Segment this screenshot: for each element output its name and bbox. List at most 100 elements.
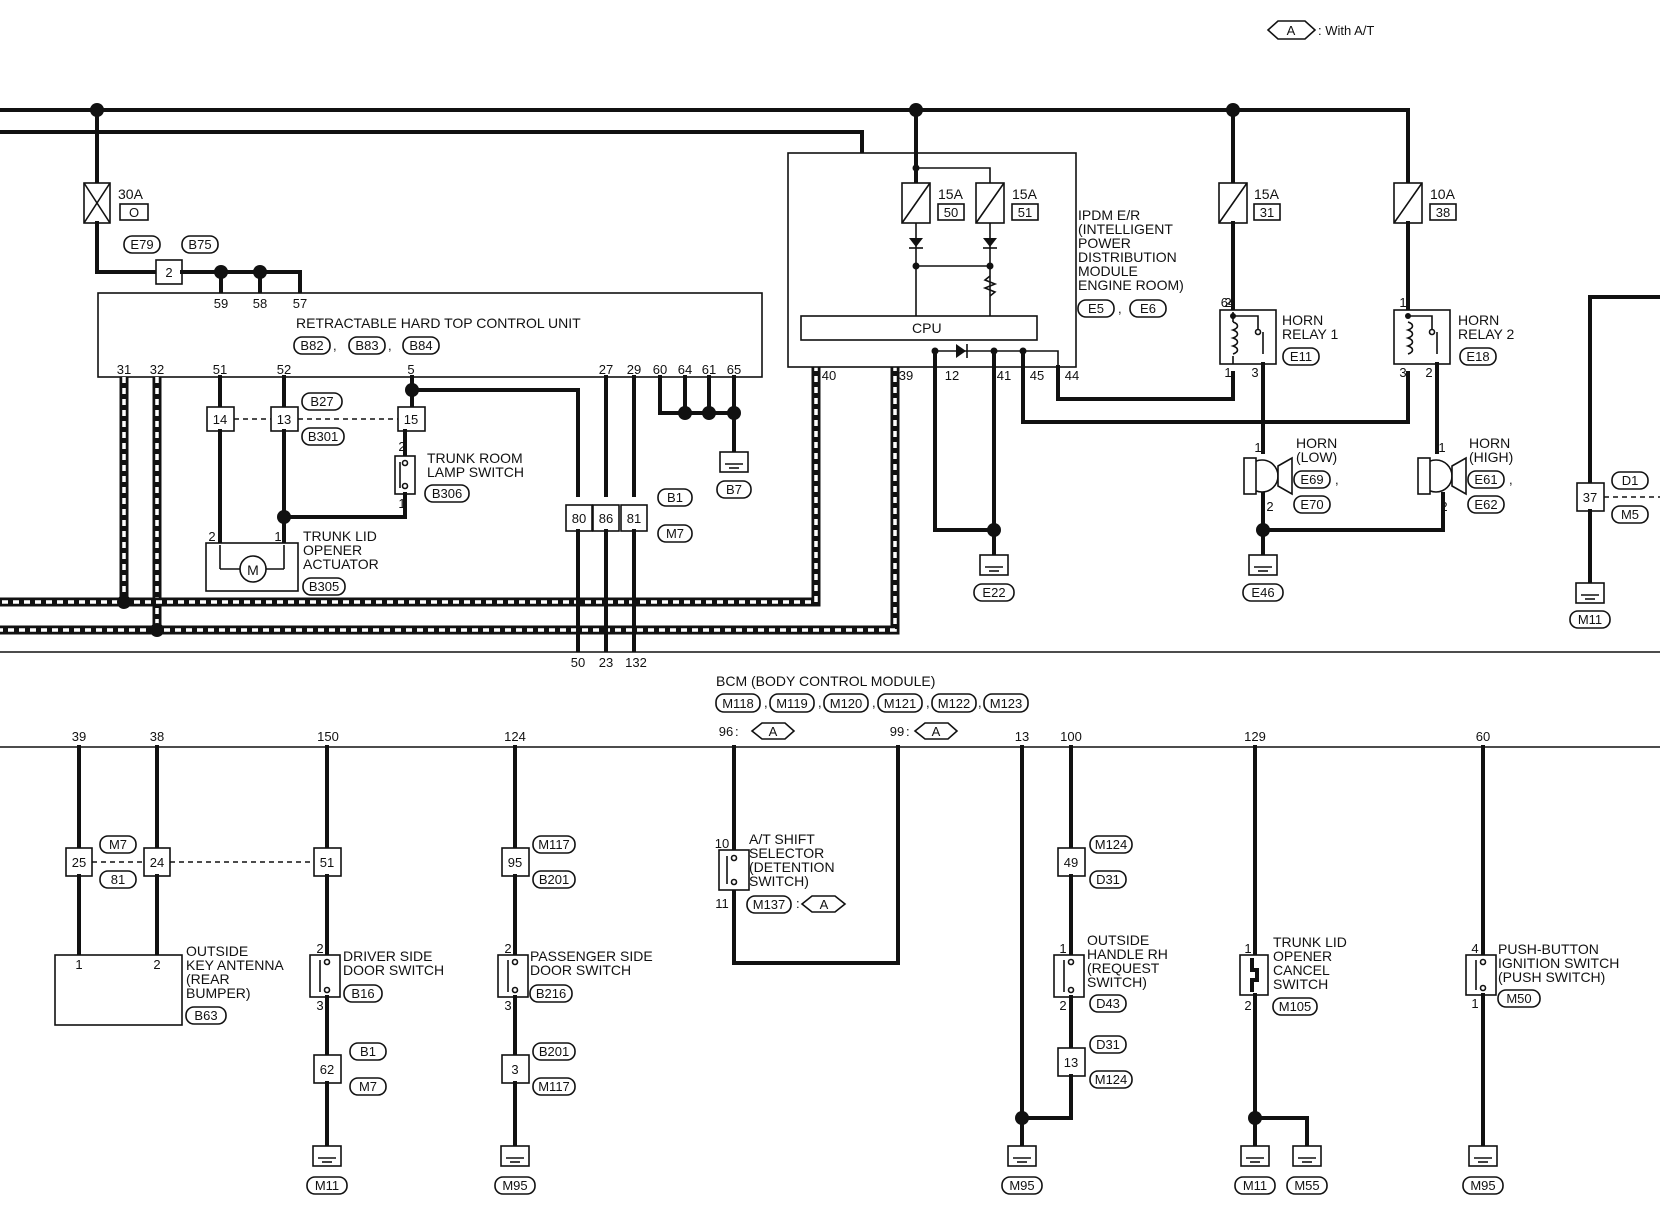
svg-text:2: 2 [1224,295,1231,310]
cpu-block: CPU [800,315,1038,341]
svg-text:52: 52 [277,362,291,377]
svg-text:E6: E6 [1140,301,1156,316]
svg-text:1: 1 [1059,941,1066,956]
ground-m11-right: M11 [1569,582,1611,629]
svg-text:M120: M120 [830,696,863,711]
svg-text:A: A [932,724,941,739]
svg-text:CPU: CPU [912,320,942,336]
svg-text:59: 59 [214,296,228,311]
svg-text:DOOR SWITCH: DOOR SWITCH [530,962,631,978]
svg-text:M117: M117 [538,1079,570,1094]
svg-text:50: 50 [944,205,958,220]
retractable-hard-top-control-unit: RETRACTABLE HARD TOP CONTROL UNIT B82 , … [97,292,763,378]
svg-text:51: 51 [1018,205,1032,220]
svg-text:M50: M50 [1506,991,1531,1006]
svg-text:49: 49 [1064,855,1078,870]
svg-text:POWER: POWER [1078,235,1131,251]
ground-m11-trunk: M11 [1234,1145,1276,1195]
svg-text:150: 150 [317,729,339,744]
svg-text:BCM (BODY CONTROL MODULE): BCM (BODY CONTROL MODULE) [716,673,935,689]
svg-text:OPENER: OPENER [303,542,362,558]
joint-49: 49 M124 D31 [1057,835,1133,889]
svg-text:TRUNK ROOM: TRUNK ROOM [427,450,523,466]
fuse-15a-31: 15A 31 [1218,182,1281,224]
svg-text:E61: E61 [1474,472,1497,487]
ground-e46: E46 [1242,554,1284,602]
svg-text:1: 1 [75,957,82,972]
svg-text:M11: M11 [1578,612,1602,627]
shielded-wires-31-32 [0,365,900,637]
svg-text:B1: B1 [667,490,683,505]
svg-text:2: 2 [398,439,405,454]
svg-text:(DETENTION: (DETENTION [749,859,835,875]
joint-37: 37 D1 M5 [1576,471,1649,524]
svg-text:PUSH-BUTTON: PUSH-BUTTON [1498,941,1599,957]
svg-text:100: 100 [1060,729,1082,744]
svg-text:60: 60 [1476,729,1490,744]
svg-text:D1: D1 [1622,473,1639,488]
svg-text:HORN: HORN [1296,435,1337,451]
svg-text:TRUNK LID: TRUNK LID [303,528,377,544]
svg-text:M137: M137 [753,897,786,912]
svg-text:62: 62 [320,1062,334,1077]
svg-text:DRIVER SIDE: DRIVER SIDE [343,948,432,964]
svg-text:HORN: HORN [1458,312,1499,328]
trunk-lid-opener-actuator: M 2 1 TRUNK LID OPENER ACTUATOR B305 [205,528,379,596]
svg-text:M7: M7 [359,1079,377,1094]
fuse-15a-51: 15A 51 [975,182,1039,224]
joint-15: 15 [397,406,426,432]
joint-2: 2 [155,259,183,285]
svg-text:(REAR: (REAR [186,971,230,987]
svg-text:,: , [333,338,337,353]
svg-text:HORN: HORN [1469,435,1510,451]
svg-text:39: 39 [72,729,86,744]
svg-text:A/T SHIFT: A/T SHIFT [749,831,815,847]
push-button-ignition-switch: 4 1 PUSH-BUTTON IGNITION SWITCH (PUSH SW… [1465,941,1619,1011]
svg-text:10: 10 [715,836,729,851]
svg-text:,: , [764,695,768,710]
svg-text:O: O [129,205,139,220]
svg-text:29: 29 [627,362,641,377]
svg-text:,: , [978,695,982,710]
svg-text:45: 45 [1030,368,1044,383]
svg-text:HORN: HORN [1282,312,1323,328]
svg-text:(PUSH SWITCH): (PUSH SWITCH) [1498,969,1605,985]
svg-text:,: , [818,695,822,710]
svg-text:58: 58 [253,296,267,311]
svg-text:81: 81 [111,872,125,887]
svg-text:KEY ANTENNA: KEY ANTENNA [186,957,284,973]
svg-text:D31: D31 [1096,872,1120,887]
svg-text:(LOW): (LOW) [1296,449,1337,465]
svg-text:E46: E46 [1251,585,1274,600]
svg-text:1: 1 [1399,295,1406,310]
svg-text:31: 31 [117,362,131,377]
svg-text:M124: M124 [1095,1072,1128,1087]
svg-text:38: 38 [1436,205,1450,220]
svg-text:M95: M95 [1470,1178,1495,1193]
svg-text:38: 38 [150,729,164,744]
svg-text:DOOR SWITCH: DOOR SWITCH [343,962,444,978]
svg-text::: : [906,724,910,739]
svg-text:13: 13 [277,412,291,427]
svg-text:65: 65 [727,362,741,377]
svg-text:A: A [1287,23,1296,38]
svg-text:RELAY 1: RELAY 1 [1282,326,1339,342]
svg-text:1: 1 [274,529,281,544]
svg-text:4: 4 [1471,941,1478,956]
svg-text:B201: B201 [539,872,569,887]
svg-text:M: M [247,562,259,578]
svg-text:50: 50 [571,655,585,670]
svg-text:31: 31 [1260,205,1274,220]
svg-text:B16: B16 [351,986,374,1001]
svg-text:M124: M124 [1095,837,1128,852]
svg-text:5: 5 [407,362,414,377]
svg-text:,: , [1118,301,1122,316]
svg-text:MODULE: MODULE [1078,263,1138,279]
svg-text:B7: B7 [726,482,742,497]
svg-text:2: 2 [504,941,511,956]
svg-text:M11: M11 [315,1178,339,1193]
svg-text:37: 37 [1583,490,1597,505]
svg-text:M118: M118 [722,696,754,711]
svg-text:1: 1 [1244,941,1251,956]
svg-text:24: 24 [150,855,164,870]
